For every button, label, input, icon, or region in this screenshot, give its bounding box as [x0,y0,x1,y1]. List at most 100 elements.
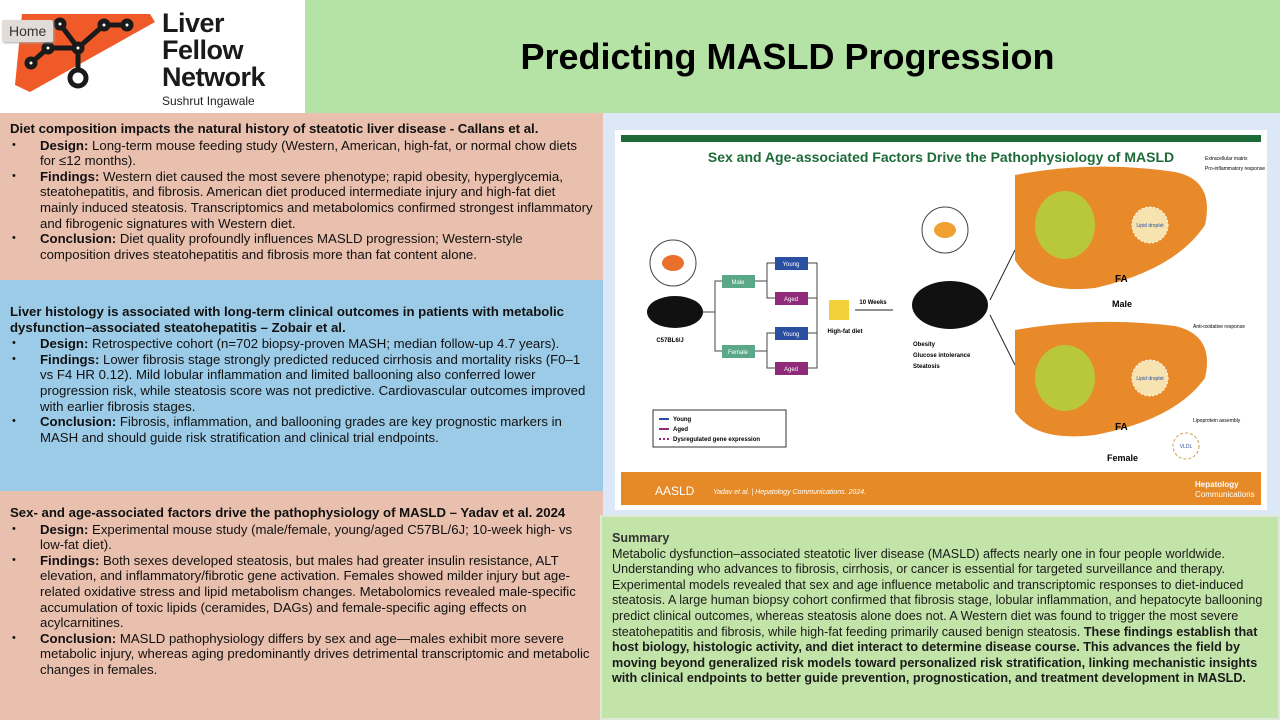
figure-footer [621,472,1261,505]
vldl-label: VLDL [1180,444,1193,450]
mouse-icon [647,296,703,328]
legend-item: Young [673,417,692,423]
figure-shape [71,41,85,55]
mouse-icon [912,281,988,329]
bullet-findings: Findings: Western diet caused the most s… [10,169,593,231]
young-box [775,327,808,340]
strain-label: C57BL6/J [656,338,683,344]
study-bullets: Design: Long-term mouse feeding study (W… [10,138,593,263]
aasld-logo: AASLD [655,484,695,498]
outcome-label: Obesity [913,342,936,348]
bullet-text: Long-term mouse feeding study (Western, … [40,137,578,169]
bullet-label: Conclusion: [40,231,117,247]
bullet-text: Fibrosis, inflammation, and ballooning g… [40,414,562,445]
bullet-label: Findings: [40,351,100,367]
young-label: Young [783,332,800,338]
logo-line: Liver [162,8,225,38]
figure-shape [24,56,38,70]
author-name: Sushrut Ingawale [162,94,255,108]
male-title: Male [1112,299,1132,309]
study-panel-zobair: Liver histology is associated with long-… [0,280,603,491]
figure-shape [989,314,1016,366]
bullet-text: Western diet caused the most severe phen… [40,168,593,231]
aged-label: Aged [784,367,798,373]
figure-shape [24,17,134,89]
figure-shape [120,18,134,32]
figure-shape [934,222,956,238]
study-bullets: Design: Retrospective cohort (n=702 biop… [10,336,593,445]
page-title: Predicting MASLD Progression [520,35,1055,77]
vldl-icon [1172,432,1200,460]
summary-body: Metabolic dysfunction–associated steatot… [612,546,1263,639]
graphical-abstract-area: Sex and Age-associated Factors Drive the… [603,113,1280,515]
journal-name: Communications [1195,490,1255,499]
figure-legend [652,409,787,448]
figure-shape [703,262,818,369]
figure-shape [97,18,111,32]
summary-panel: Summary Metabolic dysfunction–associated… [600,515,1280,720]
bullet-text: Diet quality profoundly influences MASLD… [40,231,523,262]
fa-label: FA [1115,274,1128,285]
summary-conclusion: These findings establish that host biolo… [612,624,1258,686]
study-bullets: Design: Experimental mouse study (male/f… [10,522,593,678]
mitochondrion-icon [1035,345,1095,411]
outcome-label: Glucose intolerance [913,353,971,359]
home-button[interactable]: Home [2,20,54,42]
ecm-label: Extracellular matrix [1205,156,1248,162]
bullet-design: Design: Retrospective cohort (n=702 biop… [10,336,593,352]
lipoprotein-label: Lipoprotein assembly [1193,418,1241,424]
young-box [775,257,808,270]
study-title: Diet composition impacts the natural his… [10,121,539,136]
lipid-droplet-label: Lipid droplet [1136,223,1164,229]
outcome-label: Steatosis [913,364,940,370]
figure-shape [662,255,684,271]
lipid-droplet-icon [1131,359,1169,397]
figure-shape [989,249,1016,301]
bullet-label: Conclusion: [40,630,117,646]
lipid-droplet-icon [1131,206,1169,244]
bullet-text: Both sexes developed steatosis, but male… [40,552,576,631]
bullet-label: Design: [40,336,89,352]
figure-shape [41,41,55,55]
bullet-design: Design: Experimental mouse study (male/f… [10,522,593,553]
figure-shape [53,17,67,31]
young-label: Young [783,262,800,268]
bullet-findings: Findings: Lower fibrosis stage strongly … [10,352,593,414]
bullet-text: Experimental mouse study (male/female, y… [40,521,573,553]
graphical-abstract-figure: Sex and Age-associated Factors Drive the… [621,135,1265,505]
male-box [722,275,755,288]
bullet-design: Design: Long-term mouse feeding study (W… [10,138,593,169]
bullet-label: Design: [40,137,89,153]
bullet-conclusion: Conclusion: Fibrosis, inflammation, and … [10,414,593,445]
aged-box [775,362,808,375]
logo-area: Home Liver Fellow Network Sushrut Ingawa… [0,0,305,113]
fa-label: FA [1115,422,1128,433]
legend-item: Dysregulated gene expression [673,437,760,443]
study-panel-yadav: Sex- and age-associated factors drive th… [0,491,603,720]
study-title: Liver histology is associated with long-… [10,304,564,335]
figure-top-bar [621,135,1261,142]
bullet-text: Lower fibrosis stage strongly predicted … [40,351,586,414]
bullet-conclusion: Conclusion: Diet quality profoundly infl… [10,231,593,262]
citation: Yadav et al. | Hepatology Communications… [713,489,866,496]
summary-title: Summary [612,531,670,545]
journal-name: Hepatology [1195,480,1239,489]
bullet-conclusion: Conclusion: MASLD pathophysiology differ… [10,631,593,678]
bullet-findings: Findings: Both sexes developed steatosis… [10,553,593,631]
logo-line: Network [162,62,266,92]
graphical-abstract: Sex and Age-associated Factors Drive the… [615,130,1267,510]
lipid-droplet-label: Lipid droplet [1136,376,1164,382]
bullet-text: MASLD pathophysiology differs by sex and… [40,630,590,677]
figure-shape [67,67,89,89]
study-panel-callans: Diet composition impacts the natural his… [0,113,603,280]
liver-network-logo-icon [15,14,155,92]
bullet-label: Findings: [40,168,100,184]
aged-label: Aged [784,297,798,303]
female-label: Female [728,350,749,356]
bullet-text: Retrospective cohort (n=702 biopsy-prove… [88,336,560,352]
logo-wordmark: Liver Fellow Network [162,8,266,92]
antioxidative-label: Anti-oxidative response [1193,324,1245,330]
duration-label: 10 Weeks [859,300,887,306]
male-label: Male [731,280,745,286]
figure-shape [703,262,818,369]
